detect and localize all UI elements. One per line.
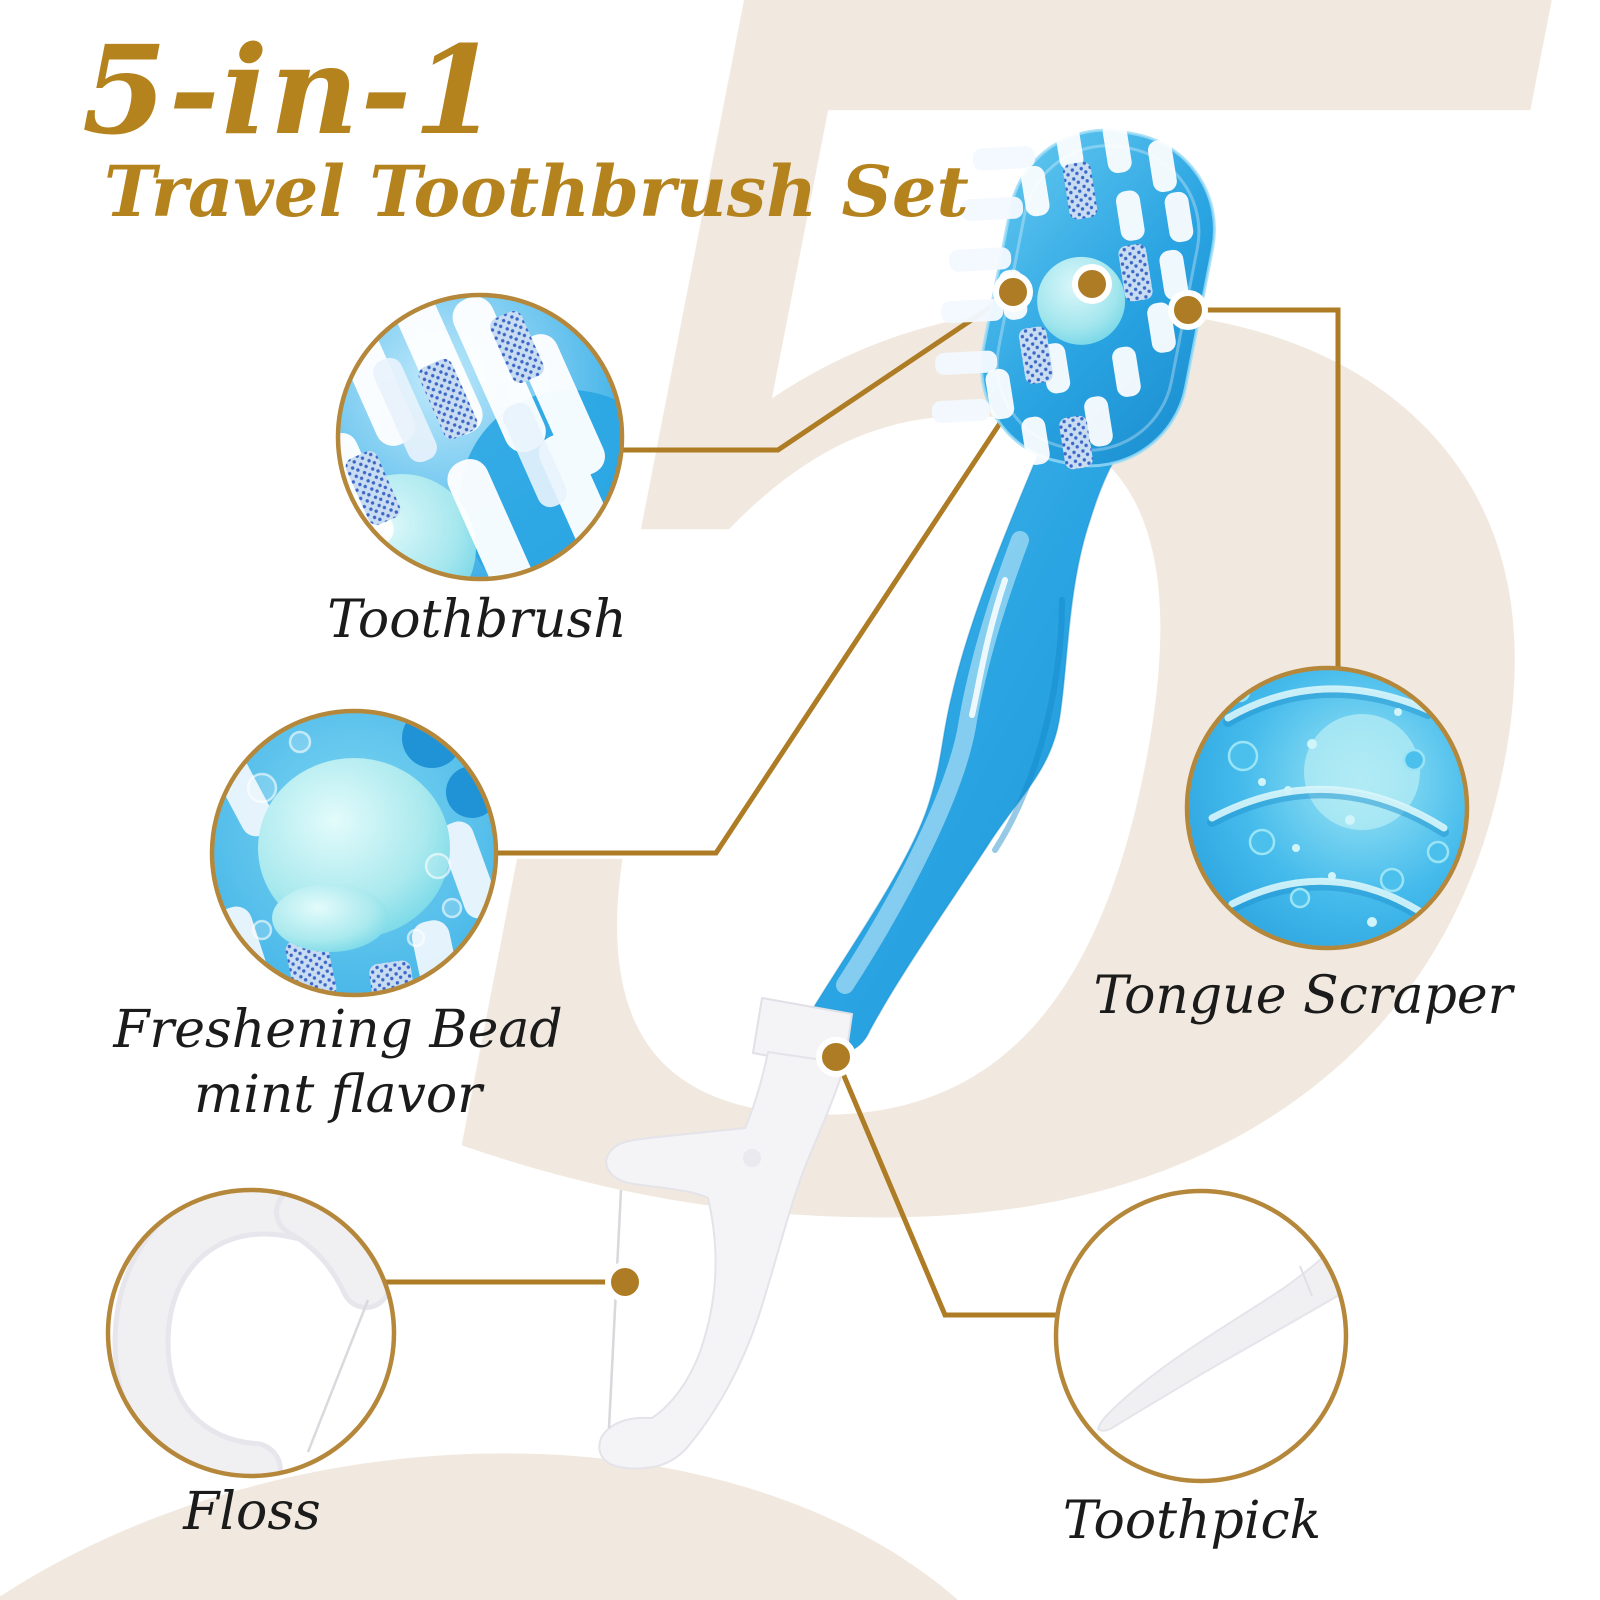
label-tongue-scraper-text: Tongue Scraper [1093,966,1513,1026]
label-floss: Floss [183,1480,320,1545]
callout-dot-floss [605,1262,645,1302]
page-subtitle: Travel Toothbrush Set [104,150,969,233]
label-toothpick-text: Toothpick [1062,1491,1322,1551]
callout-circle-toothbrush [335,292,625,582]
page-title: 5-in-1 [82,18,501,162]
callout-line-toothpick [833,1056,1060,1318]
label-freshening-bead: Freshening Bead mint flavor [113,998,562,1128]
callout-circle-tongue-scraper [1184,665,1470,951]
callout-dot-toothbrush [993,272,1033,312]
label-freshening-bead-line2: mint flavor [193,1065,483,1125]
label-freshening-bead-line1: Freshening Bead [113,1000,563,1060]
callout-circle-floss [105,1187,397,1479]
callout-line-freshening-bead [497,282,1095,856]
callout-lines [384,282,1341,1318]
label-tongue-scraper: Tongue Scraper [1093,964,1512,1029]
callout-line-toothbrush [614,289,1015,453]
callout-dot-tongue-scraper [1168,290,1208,330]
floss-pick-photo [598,997,853,1470]
label-toothpick: Toothpick [1063,1489,1321,1554]
callout-dot-freshening-bead [1072,264,1112,304]
callout-circle-freshening-bead [209,708,499,998]
toothbrush-photo [802,117,1216,1051]
label-floss-text: Floss [183,1482,321,1542]
callout-line-tongue-scraper [1188,307,1341,672]
callout-dot-toothpick [816,1037,856,1077]
callout-dots [605,264,1208,1302]
callout-circle-toothpick [1053,1188,1349,1484]
label-toothbrush-text: Toothbrush [327,590,627,650]
label-toothbrush: Toothbrush [327,588,626,653]
